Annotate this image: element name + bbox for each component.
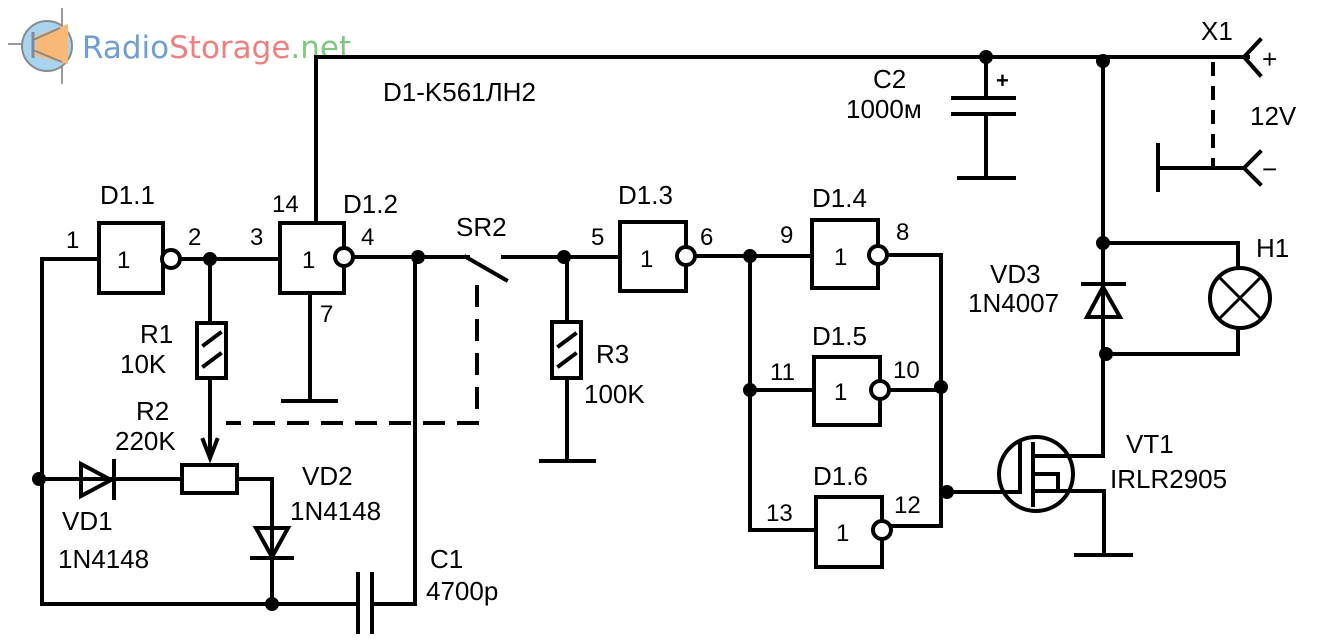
r2-ref: R2 [136, 396, 169, 426]
inverter-bubble-icon [160, 248, 182, 270]
mosfet-icon [997, 435, 1075, 513]
junction-dot [940, 485, 954, 499]
vd1-ref: VD1 [62, 506, 113, 536]
pin-label: 4 [361, 224, 374, 251]
gate-d1-6-label: D1.6 [813, 461, 868, 491]
pin-label: 1 [66, 227, 79, 254]
pin-label: 3 [250, 224, 263, 251]
gate-d1-2-label: D1.2 [343, 189, 398, 219]
x1-ref: X1 [1201, 16, 1233, 46]
pin-label: 7 [320, 301, 333, 328]
pin-label: 9 [780, 222, 793, 249]
gate-d1-1 [97, 221, 165, 295]
r2-value: 220K [115, 426, 176, 456]
x1-minus: − [1262, 154, 1277, 184]
watermark-text: RadioStorage.net [82, 30, 351, 66]
r3-value: 100K [584, 379, 645, 409]
pin-label: 13 [766, 500, 793, 527]
r2-wiper-arrow [200, 437, 220, 464]
x1-plus-terminal [1241, 37, 1263, 78]
c1-value: 4700p [426, 576, 498, 606]
vt1-value: IRLR2905 [1110, 464, 1227, 494]
pin-label: 8 [896, 219, 909, 246]
pin-label: 6 [700, 224, 713, 251]
gate-symbol: 1 [834, 244, 847, 271]
vd3-ref: VD3 [990, 259, 1041, 289]
gate-symbol: 1 [834, 379, 847, 406]
gate-symbol: 1 [640, 246, 653, 273]
ic-label: D1-K561ЛН2 [383, 77, 536, 107]
junction-dot [411, 250, 425, 264]
c2-value: 1000м [846, 94, 922, 124]
sr2-switch-contact [463, 254, 509, 283]
gate-symbol: 1 [117, 247, 130, 274]
r1-value: 10K [120, 349, 167, 379]
gate-d1-4-label: D1.4 [812, 183, 867, 213]
junction-dot [265, 597, 279, 611]
inverter-bubble-icon [867, 244, 889, 266]
c1-ref: C1 [430, 544, 463, 574]
inverter-bubble-icon [675, 245, 697, 267]
vd2-value: 1N4148 [290, 496, 381, 526]
junction-dot [32, 472, 46, 486]
x1-plus: + [1262, 44, 1277, 74]
vd2-diode-icon [252, 526, 292, 562]
vd1-value: 1N4148 [58, 544, 149, 574]
x1-voltage: 12V [1250, 101, 1297, 131]
vd3-value: 1N4007 [968, 288, 1059, 318]
vd2-ref: VD2 [302, 461, 353, 491]
pin-label: 14 [272, 191, 299, 218]
pin-label: 2 [188, 224, 201, 251]
inverter-bubble-icon [869, 379, 891, 401]
gate-d1-1-label: D1.1 [100, 180, 155, 210]
vd1-diode-icon [79, 460, 116, 500]
junction-dot [934, 380, 948, 394]
pin-label: 10 [893, 357, 920, 384]
r3-resistor-icon [550, 320, 583, 380]
pin-label: 12 [894, 492, 921, 519]
pin-label: 11 [770, 359, 795, 386]
r1-ref: R1 [140, 319, 173, 349]
sr2-ref: SR2 [456, 212, 507, 242]
c2-polarity: + [996, 68, 1009, 93]
gate-d1-3-label: D1.3 [618, 180, 673, 210]
c2-ref: C2 [873, 64, 906, 94]
x1-minus-terminal [1241, 149, 1263, 187]
pin-label: 5 [591, 224, 604, 251]
r3-ref: R3 [596, 339, 629, 369]
inverter-bubble-icon [871, 519, 893, 541]
inverter-bubble-icon [333, 246, 355, 268]
gate-symbol: 1 [836, 520, 849, 547]
gate-d1-5-label: D1.5 [812, 321, 867, 351]
vd3-diode-icon [1083, 282, 1124, 319]
radiostorage-logo [8, 8, 73, 84]
gate-symbol: 1 [302, 247, 315, 274]
h1-ref: H1 [1256, 233, 1289, 263]
vcc-rail [314, 55, 1250, 224]
vt1-ref: VT1 [1126, 429, 1174, 459]
r1-resistor-icon [195, 321, 228, 380]
r2-potentiometer-icon [180, 463, 239, 495]
